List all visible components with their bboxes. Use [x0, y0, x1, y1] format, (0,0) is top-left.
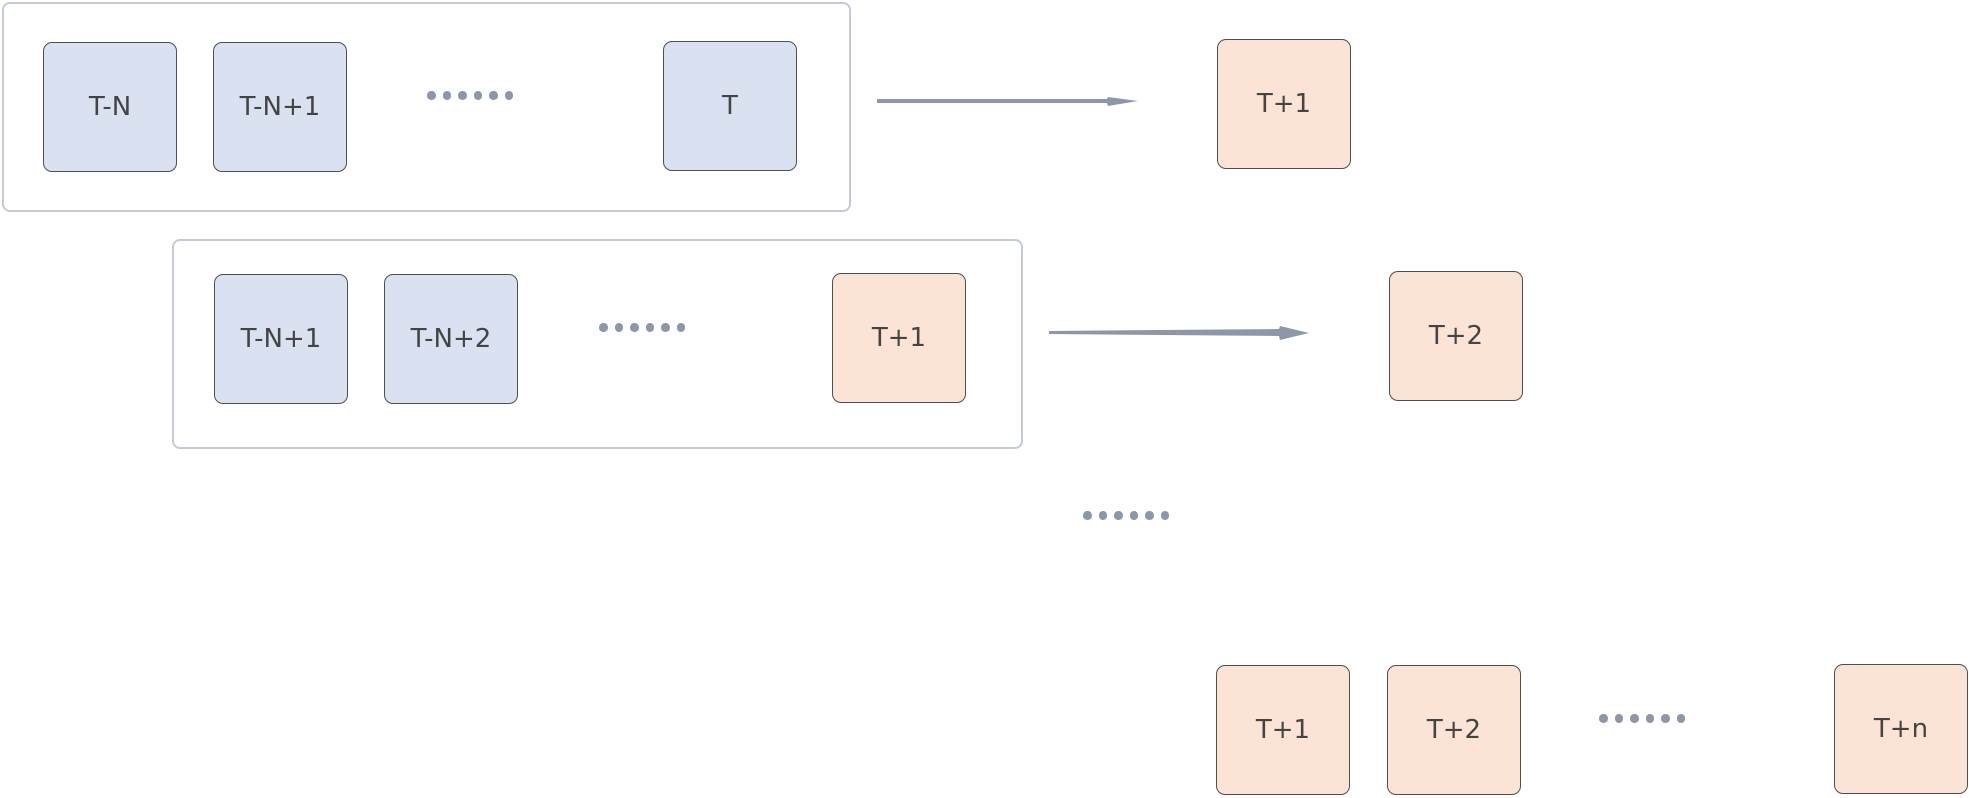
step-box: T-N+2 [384, 274, 518, 404]
ellipsis [1083, 511, 1169, 520]
step-box: T-N [43, 42, 177, 172]
prediction-box: T+n [1834, 664, 1968, 794]
step-box: T [663, 41, 797, 171]
ellipsis [1599, 714, 1685, 723]
prediction-box: T+2 [1389, 271, 1523, 401]
prediction-box: T+1 [1217, 39, 1351, 169]
arrow-1 [877, 97, 1138, 106]
step-box: T-N+1 [213, 42, 347, 172]
ellipsis [599, 323, 685, 332]
step-box: T+1 [832, 273, 966, 403]
prediction-box: T+2 [1387, 665, 1521, 795]
prediction-box: T+1 [1216, 665, 1350, 795]
step-box: T-N+1 [214, 274, 348, 404]
ellipsis [427, 91, 513, 100]
arrow-2 [1049, 326, 1309, 340]
